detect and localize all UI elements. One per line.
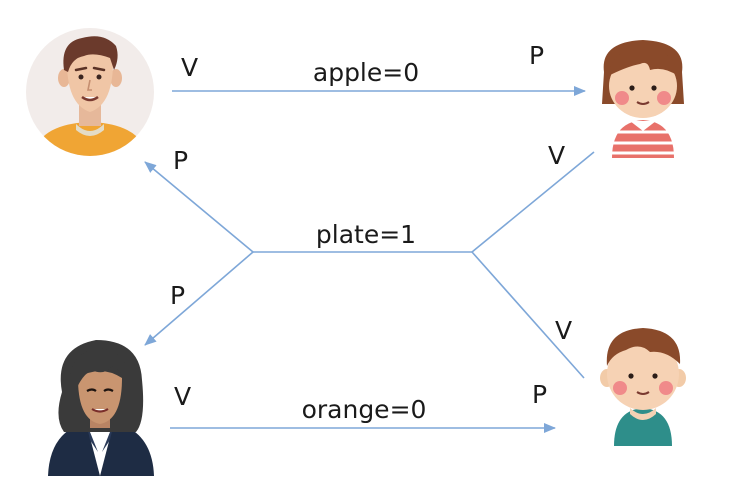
line-son-to-plate <box>472 252 584 378</box>
v-label-mother: V <box>174 382 191 411</box>
p-label-daughter: P <box>529 41 544 70</box>
father-avatar <box>26 28 154 160</box>
p-label-son: P <box>532 380 547 409</box>
edges <box>145 91 594 428</box>
arrow-plate-to-mother <box>145 252 253 345</box>
orange-label: orange=0 <box>302 395 427 424</box>
plate-label: plate=1 <box>316 220 416 249</box>
daughter-avatar <box>602 40 684 158</box>
mother-avatar <box>48 340 154 476</box>
v-label-daughter: V <box>548 141 565 170</box>
arrow-plate-to-father <box>145 162 253 252</box>
p-label-father: P <box>173 146 188 175</box>
line-daughter-to-plate <box>472 152 594 252</box>
apple-label: apple=0 <box>313 58 419 87</box>
son-avatar <box>600 328 686 446</box>
v-label-father: V <box>181 53 198 82</box>
v-label-son: V <box>555 316 572 345</box>
p-label-mother: P <box>170 281 185 310</box>
